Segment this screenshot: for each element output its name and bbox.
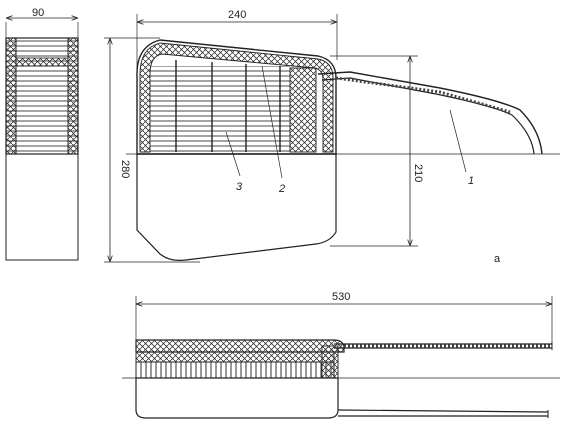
side-view: 90 — [5, 7, 79, 261]
front-inner-slats — [150, 66, 290, 152]
strap-outer — [317, 71, 543, 155]
callout-3-leader — [225, 131, 241, 177]
dimension-210-label: 210 — [412, 164, 424, 182]
view-letter: a — [494, 253, 501, 265]
callout-2-label: 2 — [278, 183, 285, 195]
callout-2-leader — [261, 65, 283, 179]
side-basket-body — [5, 37, 79, 155]
dimension-530-label: 530 — [332, 291, 350, 303]
callout-3-label: 3 — [236, 181, 243, 193]
bottom-slats — [135, 361, 335, 379]
front-braid-column — [289, 67, 317, 153]
dimension-240-label: 240 — [228, 9, 246, 21]
bottom-view: 530 — [122, 291, 560, 419]
side-left-braid — [5, 37, 17, 155]
callout-1-leader — [449, 109, 467, 173]
dimension-90-label: 90 — [32, 7, 44, 19]
side-right-braid — [67, 37, 79, 155]
bottom-top-braid — [135, 339, 345, 353]
front-basket-outline — [136, 39, 337, 155]
front-view: 240 280 210 1 2 3 — [104, 9, 560, 265]
side-middle-braid — [15, 57, 69, 67]
dimension-280-label: 280 — [119, 160, 131, 178]
side-lower-body — [5, 153, 79, 261]
strap-braid — [335, 76, 511, 114]
strap-inner — [321, 77, 535, 155]
front-lower-body — [136, 153, 337, 261]
bottom-lower-body — [135, 377, 339, 419]
callout-1-label: 1 — [468, 175, 474, 187]
